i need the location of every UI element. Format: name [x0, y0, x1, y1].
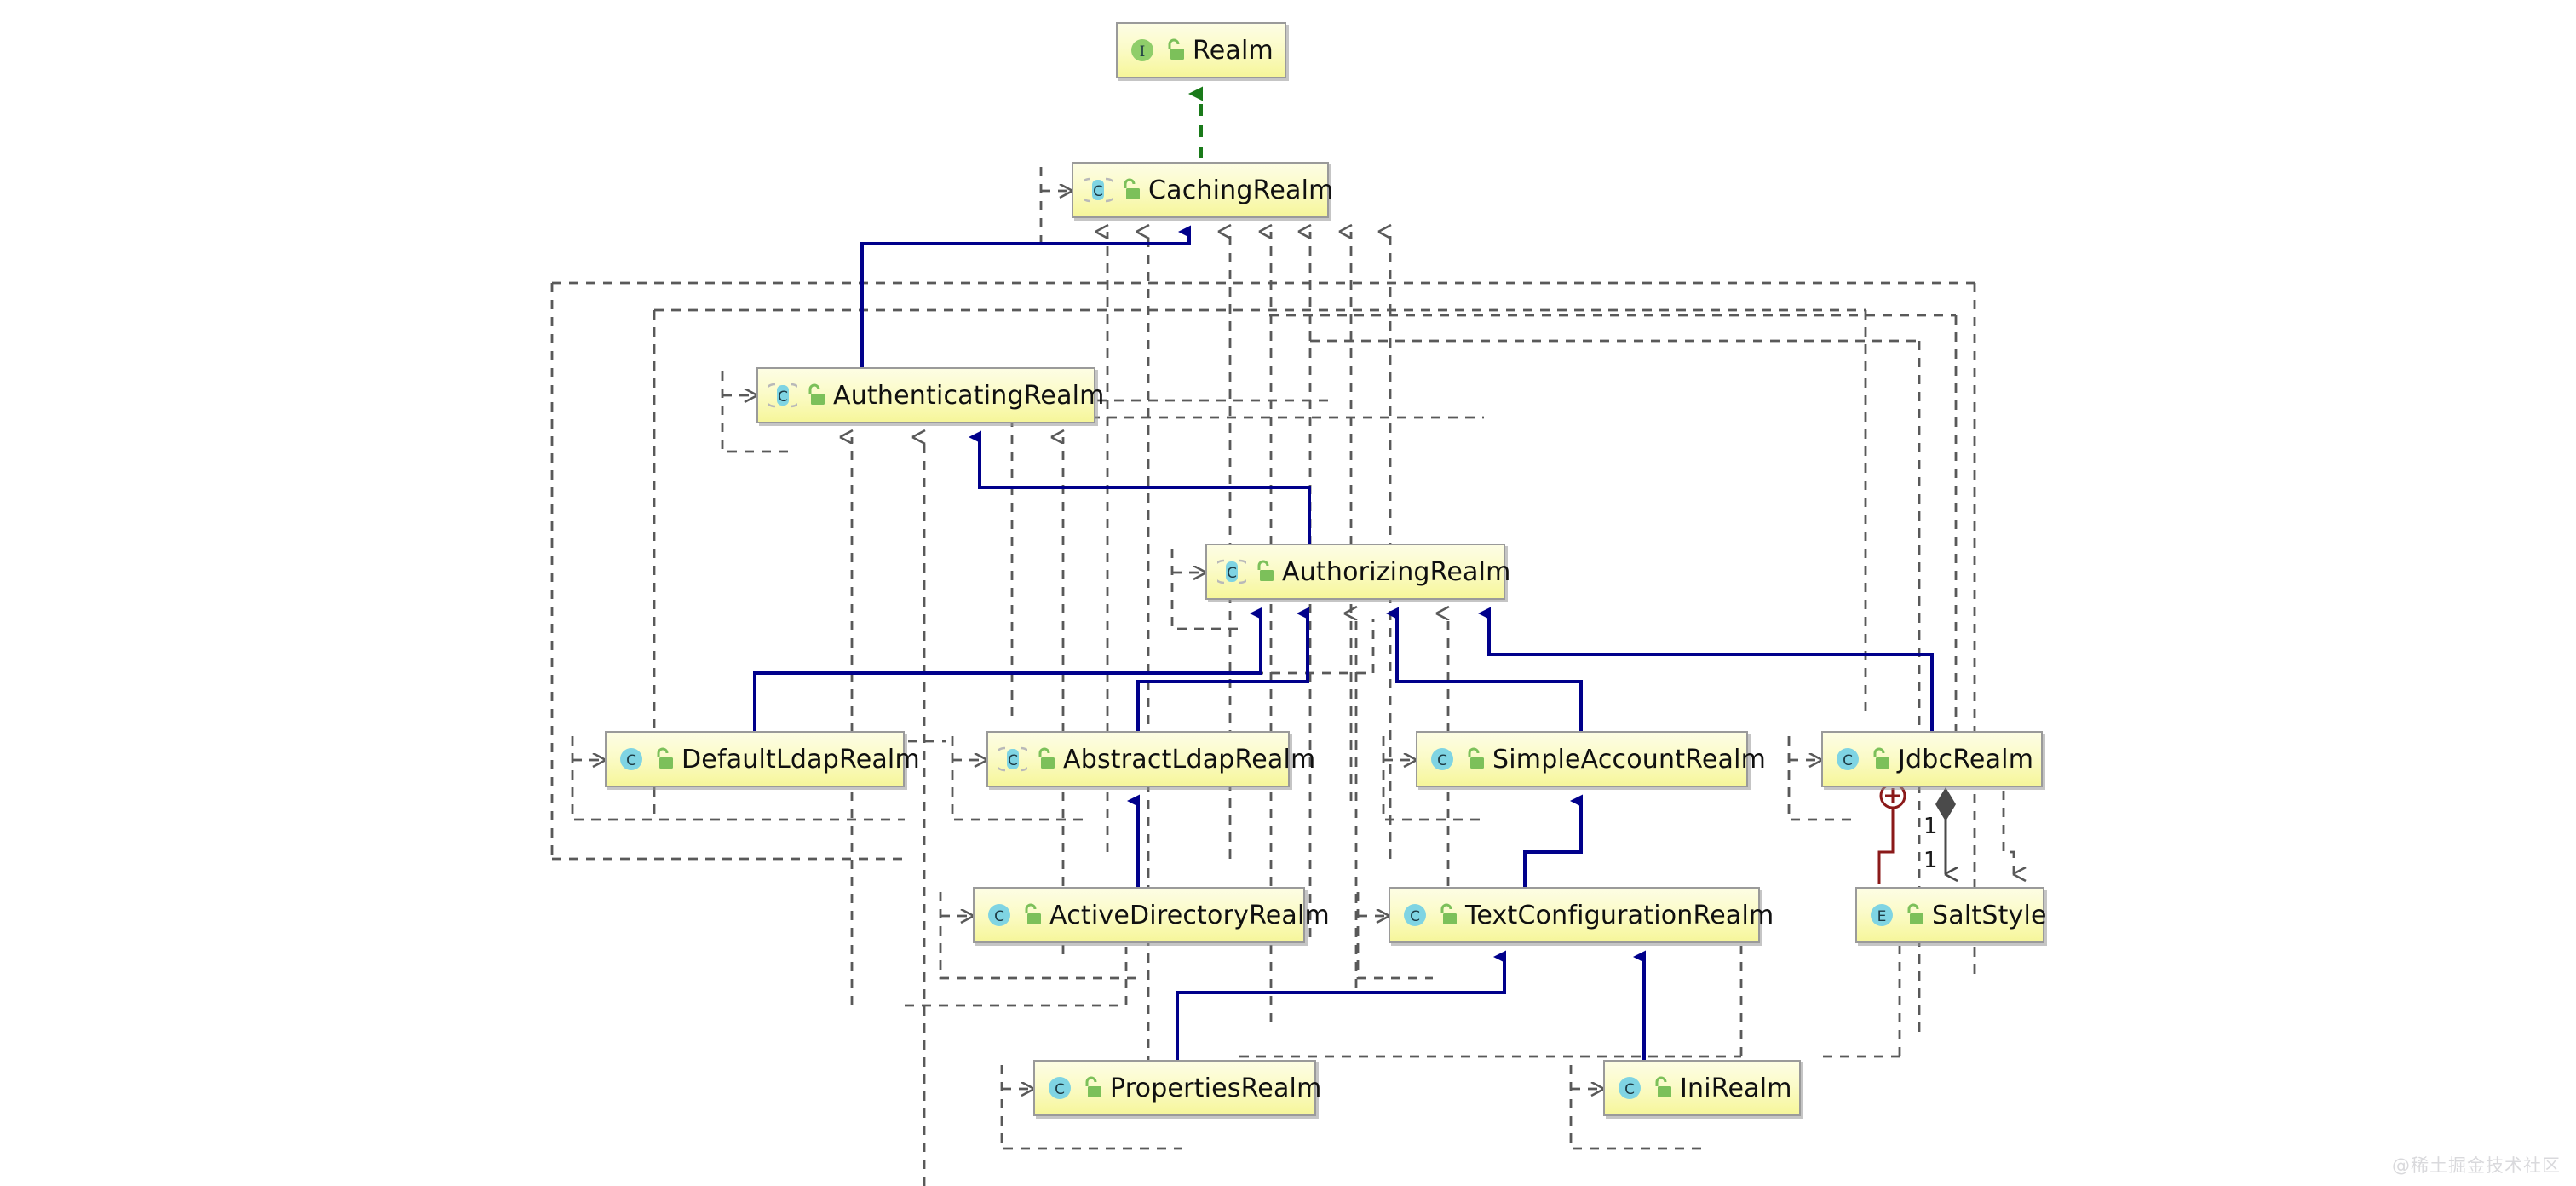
class-node-label: IniRealm [1680, 1073, 1792, 1103]
class-node-defaultldap[interactable]: C DefaultLdapRealm [605, 731, 920, 787]
class-node-label: AuthorizingRealm [1282, 556, 1511, 587]
svg-text:C: C [1227, 565, 1237, 582]
unlocked-padlock-icon [1257, 560, 1274, 581]
class-node-label: PropertiesRealm [1110, 1073, 1322, 1103]
class-node-inirealm[interactable]: C IniRealm [1603, 1060, 1801, 1116]
class-icon: C [1217, 559, 1246, 584]
unlocked-padlock-icon [1025, 903, 1041, 924]
svg-text:I: I [1140, 43, 1146, 60]
unlocked-padlock-icon [1124, 178, 1140, 199]
class-node-label: CachingRealm [1148, 175, 1334, 205]
svg-text:E: E [1877, 908, 1887, 925]
class-icon: C [998, 746, 1027, 772]
svg-text:C: C [1008, 752, 1018, 769]
class-node-label: TextConfigurationRealm [1465, 900, 1774, 930]
class-node-saltstyle[interactable]: E SaltStyle [1855, 887, 2047, 943]
svg-text:C: C [1055, 1081, 1065, 1098]
class-node-simpleaccount[interactable]: C SimpleAccountRealm [1416, 731, 1766, 787]
class-node-propertiesrealm[interactable]: C PropertiesRealm [1033, 1060, 1321, 1116]
composition-edge [1935, 787, 1956, 874]
watermark: @稀土掘金技术社区 [2392, 1155, 2561, 1176]
class-node-abstractldap[interactable]: C AbstractLdapRealm [986, 731, 1315, 787]
unlocked-padlock-icon [1168, 38, 1184, 60]
class-icon: C [1619, 1077, 1641, 1099]
unlocked-padlock-icon [1907, 903, 1923, 924]
unlocked-padlock-icon [1085, 1076, 1101, 1097]
class-node-label: AbstractLdapRealm [1063, 744, 1316, 774]
interface-icon: I [1131, 39, 1153, 61]
class-icon: C [1084, 177, 1113, 203]
svg-text:C: C [778, 389, 788, 406]
class-icon: C [1431, 748, 1453, 770]
multiplicity-source: 1 [1923, 814, 1938, 839]
svg-text:C: C [1410, 908, 1420, 925]
class-node-authorizing[interactable]: C AuthorizingRealm [1205, 544, 1510, 600]
class-icon: C [768, 383, 797, 408]
inner-class-edge [1877, 782, 1906, 884]
class-node-label: DefaultLdapRealm [681, 744, 920, 774]
enum-icon: E [1871, 904, 1893, 926]
class-node-activedirectory[interactable]: C ActiveDirectoryRealm [973, 887, 1330, 943]
class-node-realm[interactable]: I Realm [1116, 22, 1286, 78]
class-node-label: SaltStyle [1932, 900, 2047, 930]
class-node-cachingrealm[interactable]: C CachingRealm [1072, 162, 1333, 218]
unlocked-padlock-icon [1655, 1076, 1671, 1097]
class-node-label: JdbcRealm [1898, 744, 2034, 774]
multiplicity-target: 1 [1923, 848, 1938, 873]
svg-text:C: C [1843, 752, 1853, 769]
svg-text:C: C [994, 908, 1004, 925]
unlocked-padlock-icon [657, 747, 673, 769]
unlocked-padlock-icon [808, 383, 825, 405]
class-node-label: Realm [1193, 35, 1274, 66]
class-icon: C [1837, 748, 1859, 770]
class-node-label: AuthenticatingRealm [833, 380, 1105, 411]
svg-text:C: C [1437, 752, 1447, 769]
class-node-label: SimpleAccountRealm [1492, 744, 1767, 774]
unlocked-padlock-icon [1038, 747, 1055, 769]
unlocked-padlock-icon [1440, 903, 1457, 924]
class-node-jdbcrealm[interactable]: C JdbcRealm [1821, 731, 2043, 787]
class-icon: C [988, 904, 1010, 926]
svg-text:C: C [626, 752, 636, 769]
class-icon: C [620, 748, 642, 770]
class-node-textconfig[interactable]: C TextConfigurationRealm [1389, 887, 1774, 943]
class-node-label: ActiveDirectoryRealm [1049, 900, 1330, 930]
class-node-authenticating[interactable]: C AuthenticatingRealm [756, 367, 1104, 423]
svg-text:C: C [1624, 1081, 1635, 1098]
class-icon: C [1404, 904, 1426, 926]
svg-text:C: C [1093, 183, 1103, 200]
class-icon: C [1049, 1077, 1071, 1099]
unlocked-padlock-icon [1873, 747, 1889, 769]
unlocked-padlock-icon [1468, 747, 1484, 769]
